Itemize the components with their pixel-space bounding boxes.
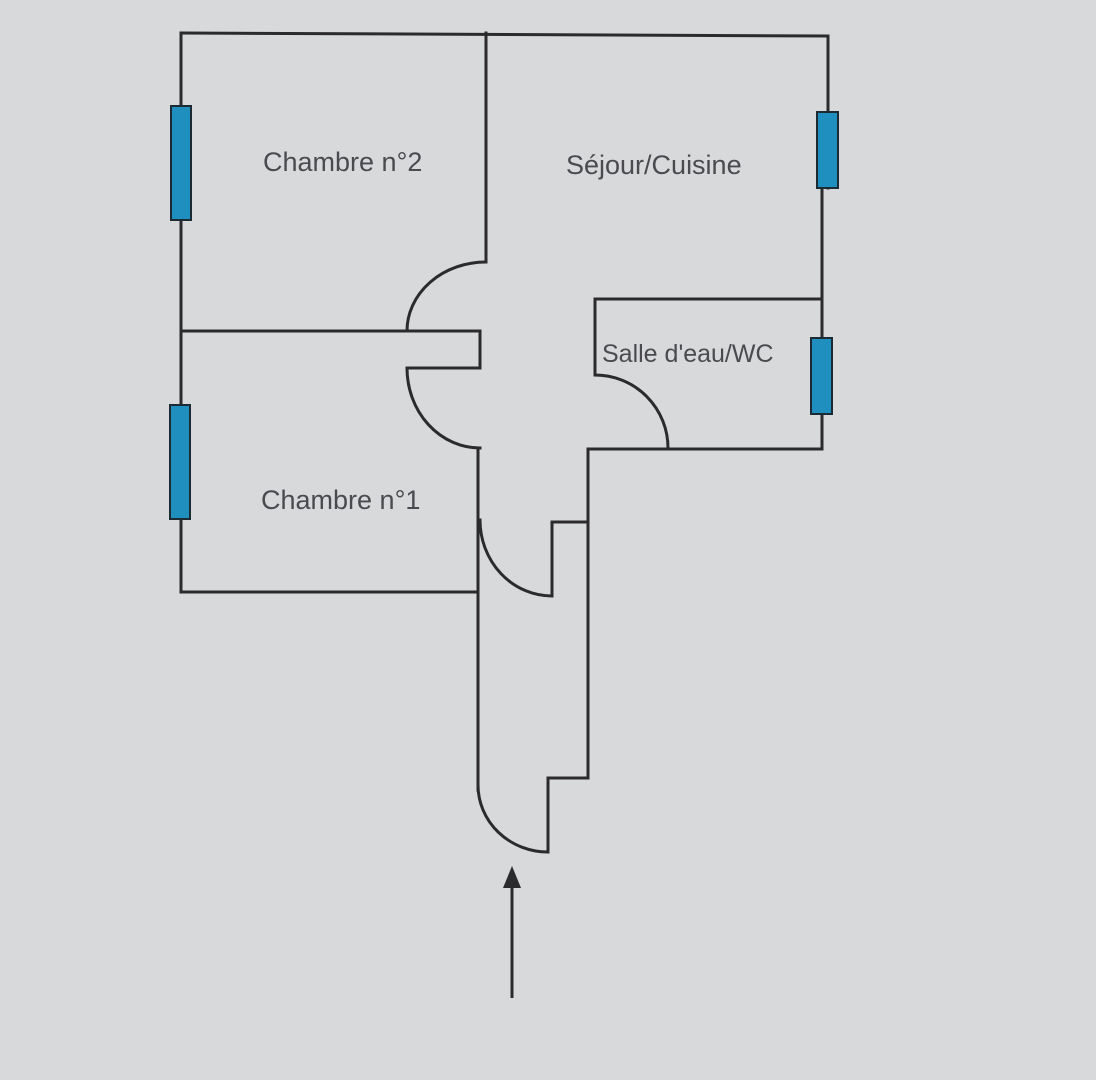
window-bedroom2	[170, 105, 192, 221]
windows	[169, 105, 839, 520]
door-bedroom2	[405, 260, 488, 333]
room-label-bathroom: Salle d'eau/WC	[602, 340, 774, 368]
room-label-bedroom2: Chambre n°2	[263, 147, 423, 177]
room-label-bedroom1: Chambre n°1	[261, 485, 421, 515]
door-corridor	[478, 518, 554, 598]
window-bedroom1	[169, 404, 191, 520]
door-entrance	[476, 783, 550, 854]
door-bathroom	[593, 373, 670, 450]
door-bedroom1	[405, 366, 482, 450]
room-label-living-kitchen: Séjour/Cuisine	[566, 150, 742, 180]
window-living	[816, 111, 839, 189]
doors	[405, 260, 670, 854]
window-bathroom	[810, 337, 833, 415]
arrow-up-icon	[503, 866, 521, 998]
